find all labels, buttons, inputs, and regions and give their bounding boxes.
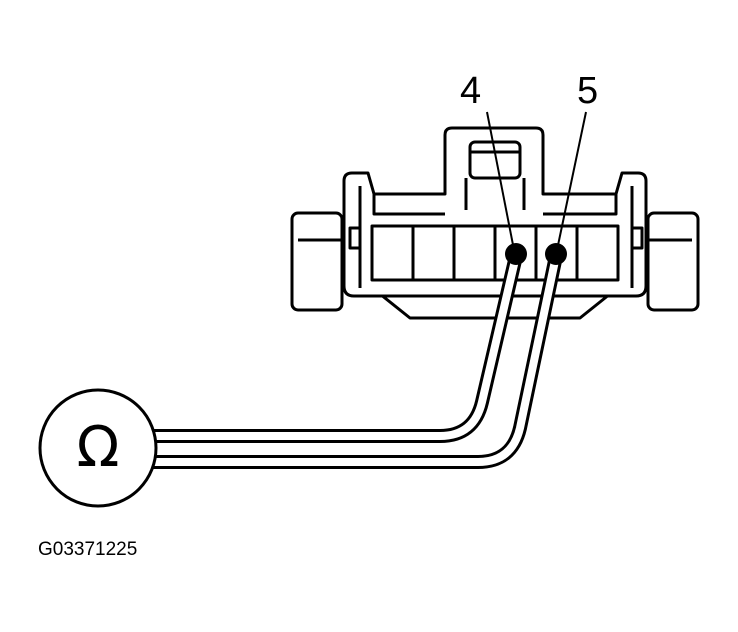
ohm-symbol: Ω	[76, 415, 120, 480]
leader-line-pin-5	[556, 111, 587, 251]
probe-tip-pin-4	[505, 243, 527, 265]
leader-line-pin-4	[486, 111, 515, 251]
left-latch	[290, 211, 344, 312]
ohmmeter-icon	[38, 388, 158, 508]
right-latch	[646, 211, 700, 312]
terminal-cavity-row	[370, 224, 620, 282]
housing-shoulder-left	[372, 194, 445, 216]
probe-tip-pin-5	[545, 243, 567, 265]
housing-shoulder-right	[543, 194, 618, 216]
notch-right	[630, 226, 644, 250]
figure-code: G03371225	[38, 539, 138, 560]
connector-bottom-lip	[379, 292, 611, 320]
notch-left	[348, 226, 362, 250]
pin-4-label: 4	[460, 70, 482, 112]
pin-5-label: 5	[577, 70, 599, 112]
